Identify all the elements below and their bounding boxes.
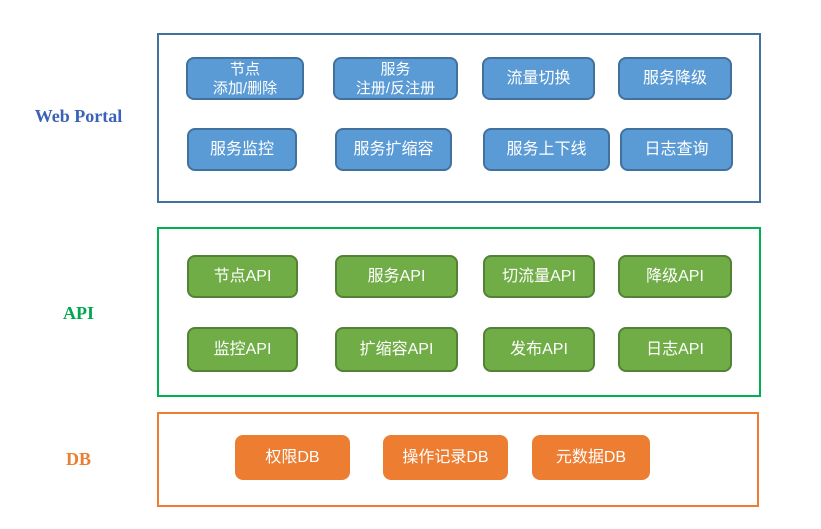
portal-node-service-register: 服务 注册/反注册: [333, 57, 458, 100]
portal-node-service-scale: 服务扩缩容: [335, 128, 452, 171]
portal-node-log-query: 日志查询: [620, 128, 733, 171]
portal-node-service-on-offline: 服务上下线: [483, 128, 610, 171]
portal-node-traffic-switch: 流量切换: [482, 57, 595, 100]
layer-label-web-portal: Web Portal: [34, 106, 123, 126]
layer-label-api: API: [63, 303, 94, 323]
api-node-log: 日志API: [618, 327, 732, 372]
web-portal-panel: 节点 添加/删除 服务 注册/反注册 流量切换 服务降级 服务监控 服务扩缩容 …: [157, 33, 761, 203]
portal-node-node-add-remove: 节点 添加/删除: [186, 57, 304, 100]
portal-node-service-monitor: 服务监控: [187, 128, 297, 171]
api-panel: 节点API 服务API 切流量API 降级API 监控API 扩缩容API 发布…: [157, 227, 761, 397]
db-panel: 权限DB 操作记录DB 元数据DB: [157, 412, 759, 507]
layer-label-db: DB: [65, 449, 91, 469]
api-node-monitor: 监控API: [187, 327, 298, 372]
api-node-service: 服务API: [335, 255, 458, 298]
db-node-operation-log: 操作记录DB: [383, 435, 508, 480]
db-node-permission: 权限DB: [235, 435, 350, 480]
api-node-degrade: 降级API: [618, 255, 732, 298]
api-node-node: 节点API: [187, 255, 298, 298]
api-node-scale: 扩缩容API: [335, 327, 458, 372]
db-node-metadata: 元数据DB: [532, 435, 650, 480]
api-node-traffic-switch: 切流量API: [483, 255, 595, 298]
portal-node-service-degrade: 服务降级: [618, 57, 732, 100]
api-node-publish: 发布API: [483, 327, 595, 372]
